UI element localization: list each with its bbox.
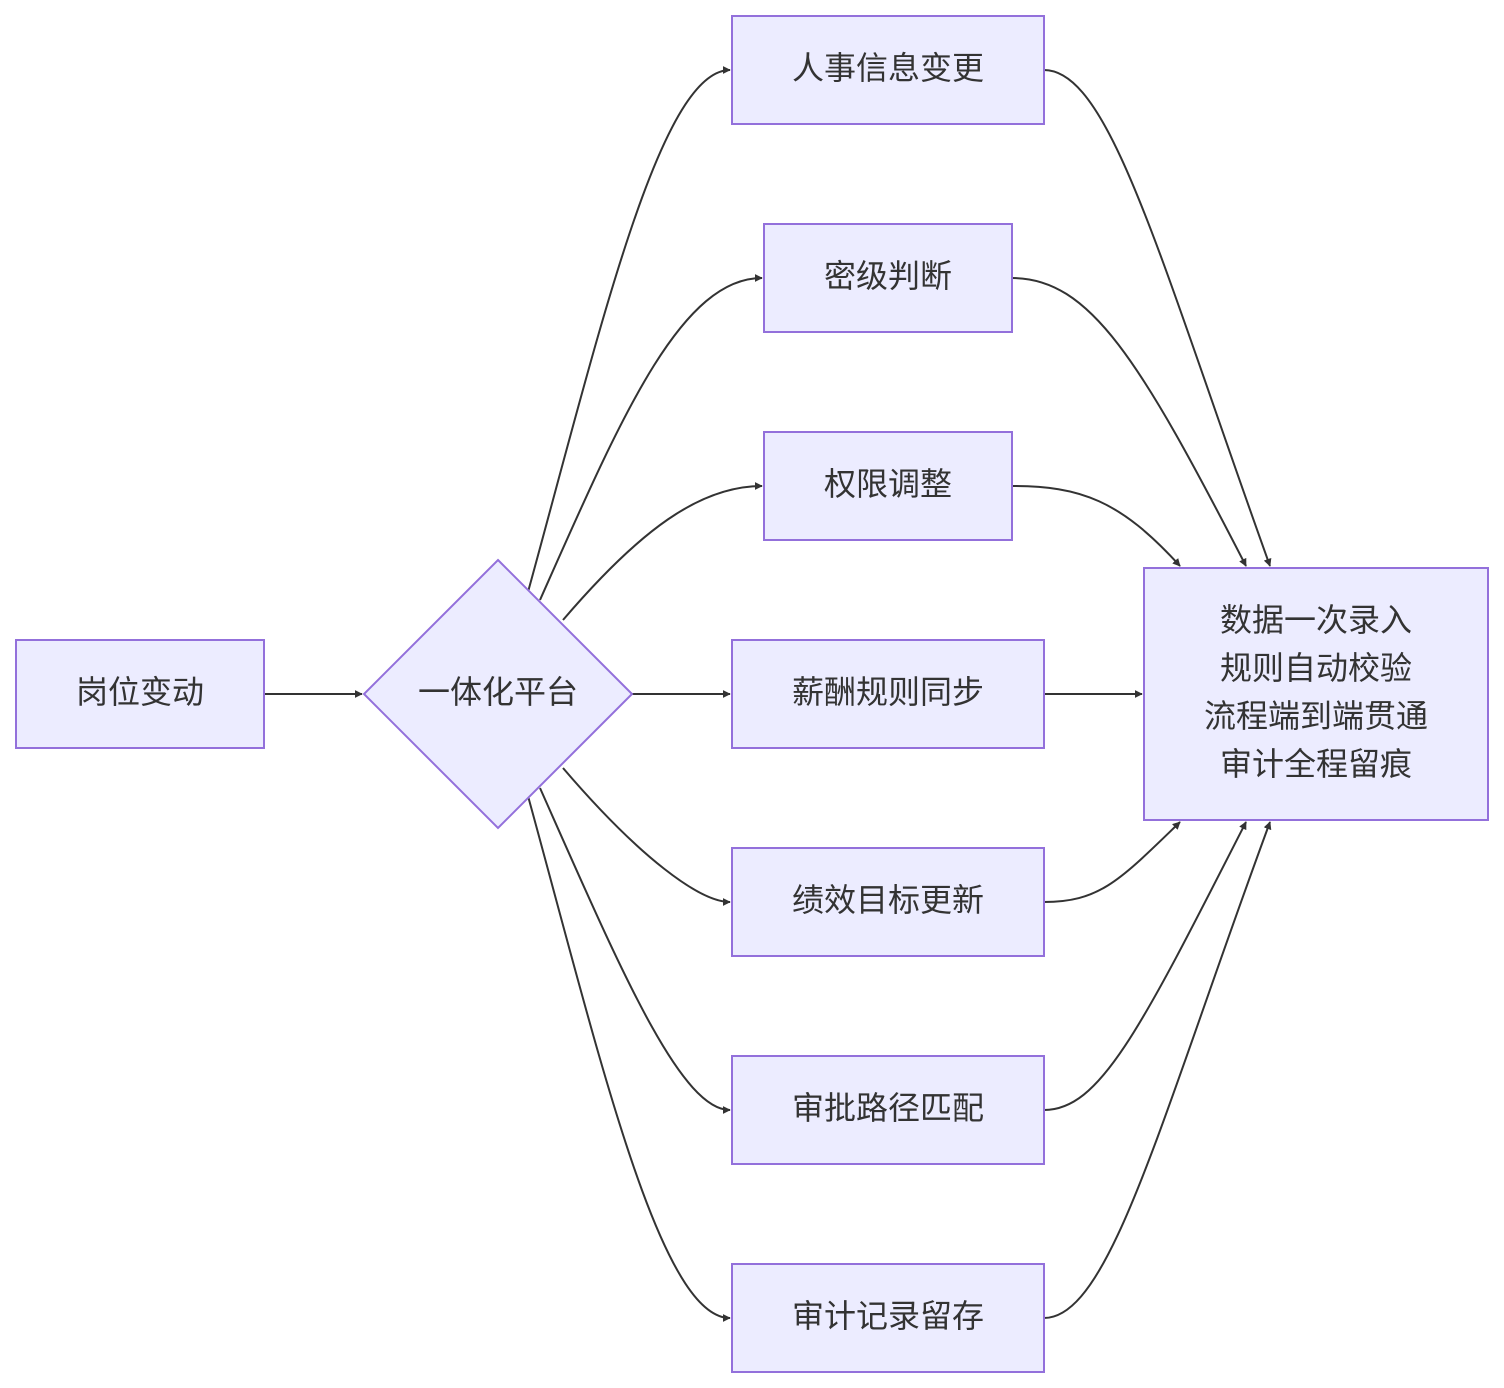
node-platform: 一体化平台 [362, 558, 634, 830]
node-result-line-1: 数据一次录入 [1220, 601, 1412, 639]
node-performance: 绩效目标更新 [731, 847, 1045, 957]
edge-platform-to-performance [562, 767, 731, 906]
edge-platform-to-permission [562, 482, 763, 621]
edge-permission-to-result [1011, 485, 1181, 567]
node-audit-record: 审计记录留存 [731, 1263, 1045, 1373]
edge-hr-change-to-result [1043, 69, 1272, 567]
node-result-line-3: 流程端到端贯通 [1204, 697, 1428, 735]
node-result-box [1143, 567, 1489, 821]
node-performance-box [731, 847, 1045, 957]
node-performance-label: 绩效目标更新 [792, 881, 984, 919]
node-hr-change: 人事信息变更 [731, 15, 1045, 125]
edges [264, 66, 1272, 1322]
node-salary: 薪酬规则同步 [731, 639, 1045, 749]
node-start-label: 岗位变动 [76, 673, 204, 711]
node-hr-change-box [731, 15, 1045, 125]
node-secret-level-label: 密级判断 [824, 257, 952, 295]
node-permission-box [763, 431, 1013, 541]
node-audit-record-label: 审计记录留存 [792, 1297, 984, 1335]
node-approval: 审批路径匹配 [731, 1055, 1045, 1165]
edge-secret-level-to-result [1011, 277, 1247, 567]
edge-platform-to-secret-level [539, 274, 763, 601]
node-secret-level: 密级判断 [763, 223, 1013, 333]
edge-performance-to-result [1043, 821, 1181, 903]
edge-platform-to-hr-change [527, 66, 731, 593]
node-platform-diamond [362, 558, 634, 830]
node-approval-box [731, 1055, 1045, 1165]
node-platform-label: 一体化平台 [418, 673, 578, 711]
node-start: 岗位变动 [15, 639, 265, 749]
node-salary-label: 薪酬规则同步 [792, 673, 984, 711]
edge-platform-to-approval [539, 787, 731, 1114]
node-salary-box [731, 639, 1045, 749]
node-result-line-4: 审计全程留痕 [1220, 745, 1412, 783]
node-audit-record-box [731, 1263, 1045, 1373]
edge-audit-record-to-result [1043, 821, 1272, 1319]
edge-approval-to-result [1043, 821, 1247, 1111]
node-result: 数据一次录入 规则自动校验 流程端到端贯通 审计全程留痕 [1143, 567, 1489, 821]
node-hr-change-label: 人事信息变更 [792, 49, 984, 87]
node-result-line-2: 规则自动校验 [1220, 649, 1412, 687]
node-approval-label: 审批路径匹配 [792, 1089, 984, 1127]
node-permission-label: 权限调整 [824, 465, 952, 503]
node-permission: 权限调整 [763, 431, 1013, 541]
edge-platform-to-audit-record [527, 795, 731, 1322]
node-start-box [15, 639, 265, 749]
node-secret-level-box [763, 223, 1013, 333]
